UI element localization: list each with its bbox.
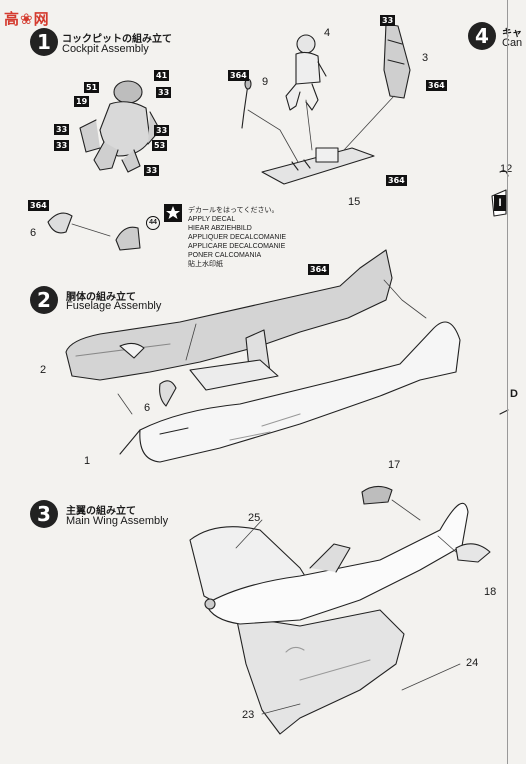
sheet-fold-line xyxy=(507,0,508,764)
watermark-logo: 高❀网 xyxy=(4,11,50,28)
fuselage-part-6-drawing xyxy=(159,380,177,407)
decal-line: APPLIQUER DECALCOMANIE xyxy=(188,234,287,241)
paint-badge: 364 xyxy=(28,200,49,211)
paint-badge: 364 xyxy=(426,80,447,91)
paint-badge: 33 xyxy=(154,125,170,136)
decal-instructions: デカールをはってください。 APPLY DECAL HIEAR ABZIEHBI… xyxy=(188,206,286,269)
main-wing-drawing xyxy=(189,526,405,735)
step-4-title-jp: キャ xyxy=(502,28,522,39)
part-number: 6 xyxy=(30,227,37,239)
paint-badge: 53 xyxy=(152,140,168,151)
part-number: 23 xyxy=(242,709,255,721)
step-3-number: 3 xyxy=(30,500,58,528)
part-number: 12 xyxy=(500,163,512,175)
part-number: 1 xyxy=(84,455,91,467)
paint-badge: 364 xyxy=(386,175,407,186)
decal-line: APPLY DECAL xyxy=(188,216,236,223)
step-4-marker-badge: I xyxy=(494,195,506,211)
edge-label: D xyxy=(510,388,518,400)
step-1-title-jp: コックピットの組み立て xyxy=(62,34,172,45)
seat-back-drawing xyxy=(383,23,411,99)
tailplane-part-18-drawing xyxy=(455,543,491,563)
step-1-title-en: Cockpit Assembly xyxy=(62,43,149,55)
fuselage-lower-drawing xyxy=(119,321,461,463)
paint-badge: 364 xyxy=(308,264,329,275)
part-number: 6 xyxy=(144,402,151,414)
cockpit-floor-drawing xyxy=(261,147,375,185)
paint-badge: 33 xyxy=(54,140,70,151)
small-part-6-drawing xyxy=(47,212,73,234)
step-1-number: 1 xyxy=(30,28,58,56)
part-number: 4 xyxy=(324,27,331,39)
part-number: 9 xyxy=(262,76,269,88)
step-2-title-en: Fuselage Assembly xyxy=(66,300,162,312)
step-3-title-jp: 主翼の組み立て xyxy=(66,506,136,517)
part-number: 15 xyxy=(348,196,361,208)
part-number: 24 xyxy=(466,657,479,669)
step-3-title-en: Main Wing Assembly xyxy=(66,515,169,527)
step-4-number: 4 xyxy=(468,22,496,50)
pilot-figure-drawing xyxy=(79,80,161,173)
part-number: 25 xyxy=(248,512,261,524)
decal-line: PONER CALCOMANIA xyxy=(188,252,262,259)
decal-line: 貼上水印紙 xyxy=(188,261,223,268)
paint-badge: 51 xyxy=(84,82,100,93)
paint-badge: 33 xyxy=(144,165,160,176)
decal-line: デカールをはってください。 xyxy=(188,207,279,214)
tailplane-part-17-drawing xyxy=(361,485,393,505)
part-number: 2 xyxy=(40,364,47,376)
fuselage-half-drawing xyxy=(65,249,393,381)
part-number: 18 xyxy=(484,586,497,598)
headrest-part-drawing xyxy=(115,226,141,251)
paint-badge: 33 xyxy=(156,87,172,98)
part-number: 17 xyxy=(388,459,401,471)
step-4-title-en: Can xyxy=(502,37,523,49)
part-number: 3 xyxy=(422,52,429,64)
decal-star-icon xyxy=(164,204,182,222)
cockpit-seat-drawing xyxy=(189,329,279,391)
step-2-number: 2 xyxy=(30,286,58,314)
paint-badge: 41 xyxy=(154,70,170,81)
control-stick-drawing xyxy=(241,78,252,129)
decal-line: APPLICARE DECALCOMANIE xyxy=(188,243,286,250)
decal-number-circle: 44 xyxy=(146,216,160,230)
paint-badge: 19 xyxy=(74,96,90,107)
paint-badge: 364 xyxy=(228,70,249,81)
seated-pilot-drawing xyxy=(285,34,327,111)
paint-badge: 33 xyxy=(380,15,396,26)
step-2-title-jp: 胴体の組み立て xyxy=(66,292,136,303)
paint-badge: 33 xyxy=(54,124,70,135)
decal-line: HIEAR ABZIEHBILD xyxy=(188,225,252,232)
wing-fuselage-drawing xyxy=(204,502,469,625)
